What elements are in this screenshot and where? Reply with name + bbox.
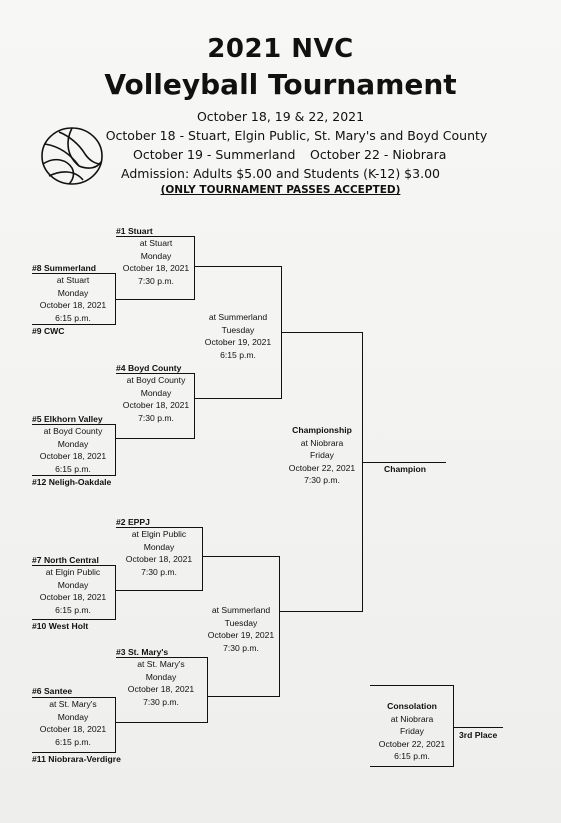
page-subtitle: Volleyball Tournament bbox=[104, 68, 457, 101]
bracket-line bbox=[32, 752, 116, 753]
oct18-sites: October 18 - Stuart, Elgin Public, St. M… bbox=[105, 128, 488, 143]
bracket-line bbox=[115, 438, 195, 439]
bracket-line bbox=[115, 565, 116, 620]
bracket-line bbox=[202, 556, 280, 557]
bracket-line bbox=[32, 697, 116, 698]
oct22-site: October 22 - Niobrara bbox=[310, 147, 447, 162]
bracket-line bbox=[32, 565, 116, 566]
bracket-line bbox=[370, 766, 454, 767]
team-seed-3: #3 St. Mary's bbox=[116, 647, 169, 657]
oct19-oct22-sites: October 19 - Summerland October 22 - Nio… bbox=[0, 147, 561, 163]
third-place-label: 3rd Place bbox=[459, 730, 498, 740]
bracket-line bbox=[116, 657, 208, 658]
bracket-line bbox=[32, 619, 116, 620]
bracket-line bbox=[453, 727, 503, 728]
team-seed-12: #12 Neligh-Oakdale bbox=[32, 477, 112, 487]
bracket-line bbox=[32, 273, 116, 274]
bracket-line bbox=[115, 697, 116, 753]
bracket-line bbox=[202, 527, 203, 591]
bracket-line bbox=[194, 398, 282, 399]
bracket-line bbox=[453, 685, 454, 767]
team-seed-1: #1 Stuart bbox=[116, 226, 153, 236]
bracket-line bbox=[194, 373, 195, 439]
bracket-line bbox=[207, 657, 208, 723]
admission-prices: Admission: Adults $5.00 and Students (K-… bbox=[121, 166, 440, 181]
bracket-line bbox=[115, 722, 208, 723]
bracket-line bbox=[115, 590, 203, 591]
team-seed-10: #10 West Holt bbox=[32, 621, 89, 631]
team-seed-2: #2 EPPJ bbox=[116, 517, 150, 527]
bracket-line bbox=[116, 236, 195, 237]
oct19-site: October 19 - Summerland bbox=[133, 147, 296, 162]
team-seed-11: #11 Niobrara-Verdigre bbox=[32, 754, 121, 764]
team-seed-6: #6 Santee bbox=[32, 686, 73, 696]
bracket-line bbox=[32, 475, 116, 476]
bracket-line bbox=[32, 424, 116, 425]
bracket-line bbox=[370, 685, 454, 686]
bracket-line bbox=[279, 556, 280, 697]
passes-note: (ONLY TOURNAMENT PASSES ACCEPTED) bbox=[160, 184, 401, 196]
champion-label: Champion bbox=[384, 464, 427, 474]
bracket-line bbox=[115, 299, 195, 300]
team-seed-5: #5 Elkhorn Valley bbox=[32, 414, 103, 424]
bracket-line bbox=[116, 527, 203, 528]
team-seed-9: #9 CWC bbox=[32, 326, 65, 336]
bracket-line bbox=[116, 373, 195, 374]
page-title: 2021 NVC bbox=[207, 34, 354, 64]
bracket-line bbox=[362, 332, 363, 612]
team-seed-8: #8 Summerland bbox=[32, 263, 96, 273]
bracket-line bbox=[207, 696, 280, 697]
bracket-line bbox=[362, 462, 446, 463]
bracket-line bbox=[281, 332, 363, 333]
team-seed-7: #7 North Central bbox=[32, 555, 99, 565]
bracket-line bbox=[115, 424, 116, 476]
tournament-dates: October 18, 19 & 22, 2021 bbox=[196, 109, 365, 124]
team-seed-4: #4 Boyd County bbox=[116, 363, 182, 373]
bracket-line bbox=[194, 236, 195, 300]
bracket-line bbox=[279, 611, 363, 612]
bracket-line bbox=[194, 266, 282, 267]
bracket-line bbox=[32, 324, 116, 325]
volleyball-icon bbox=[41, 127, 103, 185]
